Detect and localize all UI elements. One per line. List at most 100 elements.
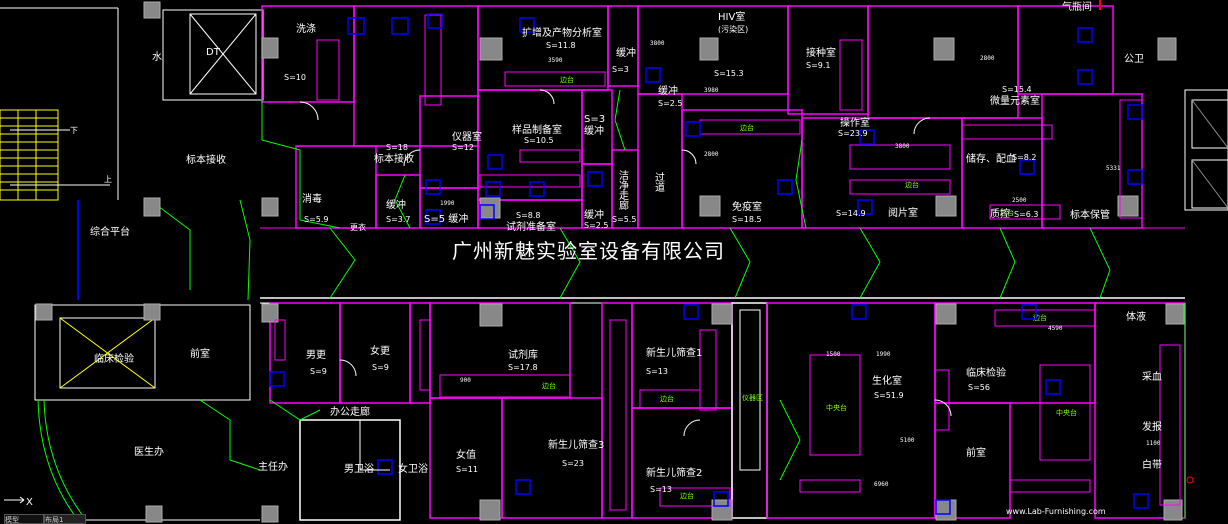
- dimension-annotations: 3590 3980 2800 1990 3800 2500 900 1500 1…: [440, 40, 1161, 488]
- room-disinfect: 消毒: [302, 192, 322, 205]
- lab-benches: [274, 14, 1181, 511]
- room-water: 水: [152, 51, 162, 63]
- svg-text:3800: 3800: [895, 143, 910, 150]
- svg-text:5331: 5331: [1106, 165, 1121, 172]
- svg-text:S=8.2: S=8.2: [1012, 153, 1037, 162]
- svg-text:S=3.7: S=3.7: [386, 215, 411, 224]
- svg-text:S=2.5: S=2.5: [658, 99, 683, 108]
- room-front: 前室: [190, 347, 210, 360]
- svg-text:S=10.5: S=10.5: [524, 136, 554, 145]
- room-buffer2: 缓冲: [584, 124, 604, 137]
- lower-room-walls: [269, 302, 1186, 521]
- room-labels: 洗涤 S=10 扩增及产物分析室 S=11.8 缓冲 S=3 HIV室 (污染区…: [258, 0, 1162, 494]
- room-neonatal2: 新生儿筛查2: [646, 466, 702, 479]
- svg-text:S=18.5: S=18.5: [732, 215, 762, 224]
- bench-labels: 边台 边台 边台 边台 边台 边台 边台 中央台 中央台 边台 仪器区: [542, 75, 1077, 500]
- room-buffer1: 缓冲: [616, 46, 636, 59]
- svg-text:5100: 5100: [900, 437, 915, 444]
- room-dt: DT: [206, 47, 221, 58]
- room-reading: 阅片室: [888, 206, 918, 219]
- svg-text:3590: 3590: [548, 57, 563, 64]
- room-buffer2-area: S=3: [584, 114, 605, 125]
- svg-text:边台: 边台: [680, 491, 694, 500]
- equipment-units: [269, 13, 1149, 515]
- room-office-corr: 办公走廊: [330, 405, 370, 418]
- lower-green-walls: [199, 303, 1186, 518]
- room-buffer6: 缓冲: [584, 208, 604, 221]
- room-director: 主任办: [258, 460, 288, 473]
- right-core: [1184, 89, 1228, 211]
- room-instrument: 仪器室: [452, 130, 482, 143]
- room-biochem: 生化室: [872, 374, 902, 387]
- left-core-walls: [0, 7, 264, 521]
- room-platform: 综合平台: [90, 225, 130, 238]
- svg-text:S=14.9: S=14.9: [836, 209, 866, 218]
- svg-text:S=15.3: S=15.3: [714, 69, 744, 78]
- svg-text:边台: 边台: [905, 180, 919, 189]
- svg-text:边台: 边台: [1033, 313, 1047, 322]
- room-reagent-store: 试剂库: [508, 348, 538, 361]
- svg-text:边台: 边台: [542, 381, 556, 390]
- room-buffer4: 缓冲: [386, 198, 406, 211]
- svg-text:S=13: S=13: [650, 485, 672, 494]
- room-report: 发报: [1142, 420, 1162, 433]
- room-sample-keep: 标本保管: [1070, 208, 1110, 221]
- svg-text:2800: 2800: [980, 55, 995, 62]
- room-clinical1: 临床检验: [966, 366, 1006, 379]
- room-sample-recv-area: S=18: [386, 143, 408, 152]
- svg-text:S=56: S=56: [968, 383, 990, 392]
- room-neonatal3: 新生儿筛查3: [548, 438, 604, 451]
- room-doctor: 医生办: [134, 445, 164, 458]
- room-gas: 气瓶间: [1062, 0, 1092, 13]
- room-wc-public: 公卫: [1124, 54, 1144, 65]
- room-hiv: HIV室: [718, 10, 745, 23]
- room-sample-recv: 标本接收: [374, 152, 414, 165]
- svg-text:4590: 4590: [1048, 325, 1063, 332]
- room-sample-prep: 样品制备室: [512, 123, 562, 136]
- svg-text:中央台: 中央台: [1056, 408, 1077, 417]
- axis-x-label: X: [26, 497, 33, 508]
- svg-text:2500: 2500: [1012, 197, 1027, 204]
- room-reagent-area: S=8.8: [516, 211, 541, 220]
- room-immuno: 免疫室: [732, 200, 762, 213]
- room-amplify: 扩增及产物分析室: [522, 26, 602, 39]
- svg-text:3800: 3800: [650, 40, 665, 47]
- room-neonatal1: 新生儿筛查1: [646, 346, 702, 359]
- room-female-duty: 女值: [456, 448, 476, 461]
- watermark-text: 广州新魅实验室设备有限公司: [452, 239, 725, 263]
- svg-text:中央台: 中央台: [826, 403, 847, 412]
- room-shared-front: 标本接收: [186, 153, 226, 166]
- room-clean-corridor: 洁净走廊: [617, 169, 629, 211]
- room-fire: 临床检验: [94, 352, 134, 365]
- svg-text:S=6.3: S=6.3: [1014, 210, 1039, 219]
- room-whiteboard: 白带: [1142, 458, 1162, 471]
- svg-text:S=2.5: S=2.5: [584, 221, 609, 230]
- room-operation: 操作室: [840, 116, 870, 129]
- structural-columns: [35, 1, 1185, 523]
- svg-text:边台: 边台: [740, 123, 754, 132]
- room-reagent: 试剂准备室: [506, 220, 556, 233]
- room-female-change: 女更: [370, 344, 390, 357]
- room-receive: 接种室: [806, 46, 836, 59]
- svg-text:边台: 边台: [660, 394, 674, 403]
- svg-text:S=3: S=3: [612, 65, 629, 74]
- stair-down-label: 下: [70, 126, 78, 135]
- svg-text:S=9: S=9: [310, 367, 327, 376]
- svg-text:S=23.9: S=23.9: [838, 129, 868, 138]
- svg-text:仪器区: 仪器区: [742, 394, 763, 402]
- tab-model[interactable]: 模型: [4, 514, 44, 524]
- site-watermark: www.Lab-Furnishing.com: [1006, 507, 1106, 516]
- svg-text:6960: 6960: [874, 481, 889, 488]
- tab-layout1[interactable]: 布局1: [44, 514, 86, 524]
- ucs-axis-icon: [4, 496, 25, 504]
- svg-text:边台: 边台: [560, 75, 574, 84]
- svg-text:(污染区): (污染区): [718, 24, 748, 34]
- svg-text:S=9.1: S=9.1: [806, 61, 831, 70]
- room-male-change: 男更: [306, 349, 326, 361]
- svg-text:S=10: S=10: [284, 73, 306, 82]
- svg-text:3980: 3980: [704, 87, 719, 94]
- upper-green-walls: [149, 89, 1111, 301]
- svg-text:S=11: S=11: [456, 465, 478, 474]
